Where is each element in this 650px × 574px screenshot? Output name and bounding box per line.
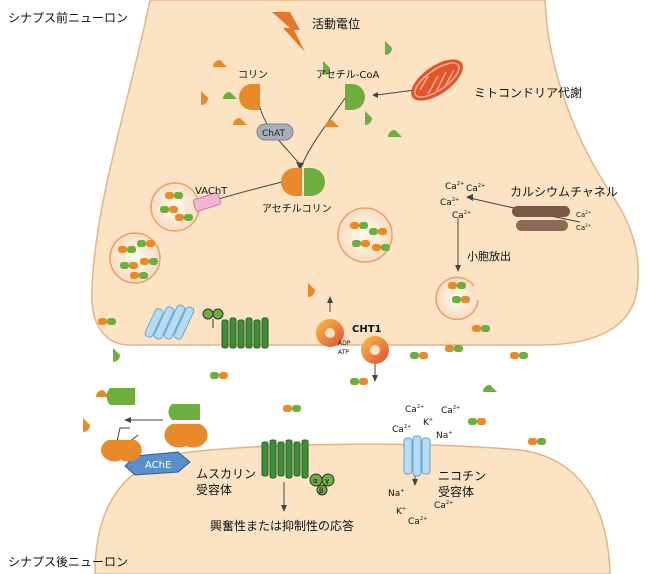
label-ca-channel: カルシウムチャネル: [510, 185, 618, 199]
label-atp: ATP: [338, 349, 349, 356]
g-protein-small: [202, 308, 224, 328]
label-nicotinic-1: ニコチン: [438, 469, 486, 483]
svg-text:Ca2+: Ca2+: [576, 210, 591, 219]
calcium-channel: [512, 206, 570, 231]
svg-text:Ca2+: Ca2+: [440, 197, 459, 208]
svg-text:K+: K+: [396, 506, 406, 517]
label-nicotinic-2: 受容体: [438, 484, 474, 499]
presynaptic-muscarinic-receptor: [221, 317, 269, 349]
label-postsynaptic: シナプス後ニューロン: [8, 555, 128, 569]
molecules: [83, 41, 546, 462]
label-gamma: γ: [325, 477, 329, 485]
choline-molecule: [239, 84, 260, 110]
label-chat: ChAT: [262, 129, 285, 139]
ions-postsynaptic: Na+ Ca2+ K+ Ca2+: [388, 488, 453, 527]
svg-text:Ca2+: Ca2+: [466, 183, 485, 194]
svg-text:Ca2+: Ca2+: [445, 181, 464, 192]
label-choline: コリン: [238, 70, 268, 81]
cht1-transporter: [316, 319, 389, 364]
svg-text:Ca2+: Ca2+: [405, 404, 424, 415]
label-presynaptic: シナプス前ニューロン: [8, 10, 128, 25]
g-protein: [309, 473, 335, 496]
presynaptic-neuron: [91, 0, 640, 346]
label-mito: ミトコンドリア代謝: [474, 85, 582, 100]
vacht-transporter: [192, 192, 222, 212]
label-muscarinic-2: 受容体: [196, 482, 232, 497]
label-vacht: VAChT: [195, 186, 228, 197]
label-adp: ADP: [338, 340, 351, 347]
label-acetylcholine: アセチルコリン: [262, 203, 332, 215]
label-alpha: α: [313, 477, 318, 485]
label-response: 興奮性または抑制性の応答: [210, 518, 354, 533]
label-vesicle-release: 小胞放出: [467, 249, 511, 263]
chat-enzyme: [256, 123, 294, 141]
svg-text:Na+: Na+: [436, 430, 452, 441]
ions-presynaptic: Ca2+ Ca2+ Ca2+ Ca2+ Ca2+ Ca2+: [440, 181, 591, 232]
svg-text:Ca2+: Ca2+: [452, 210, 471, 221]
label-beta: β: [319, 487, 323, 495]
label-muscarinic-1: ムスカリン: [196, 467, 256, 481]
acetylcholine-molecule: [281, 168, 302, 196]
svg-text:Na+: Na+: [388, 488, 404, 499]
lightning-icon: [272, 12, 305, 52]
ions-cleft: Ca2+ Ca2+ K+ Ca2+ Na+: [392, 404, 460, 441]
svg-text:K+: K+: [423, 417, 433, 428]
acetylcholine-molecule: [304, 168, 325, 196]
postsynaptic-muscarinic-receptor: [261, 439, 309, 479]
label-ache: AChE: [145, 460, 171, 471]
svg-text:Ca2+: Ca2+: [434, 500, 453, 511]
label-action-potential: 活動電位: [312, 16, 360, 31]
label-acetyl-coa: アセチル-CoA: [316, 69, 380, 81]
svg-text:Ca2+: Ca2+: [441, 405, 460, 416]
presynaptic-nicotinic-receptor: [144, 304, 195, 340]
mitochondria-icon: [411, 59, 463, 101]
postsynaptic-neuron: [94, 443, 611, 574]
svg-text:Ca2+: Ca2+: [576, 223, 591, 232]
ache-enzyme: [124, 451, 191, 476]
label-cht1: CHT1: [352, 324, 382, 335]
svg-text:Ca2+: Ca2+: [408, 516, 427, 527]
acetyl-coa-molecule: [345, 84, 365, 110]
svg-text:Ca2+: Ca2+: [392, 424, 411, 435]
postsynaptic-nicotinic-receptor: [403, 435, 431, 477]
